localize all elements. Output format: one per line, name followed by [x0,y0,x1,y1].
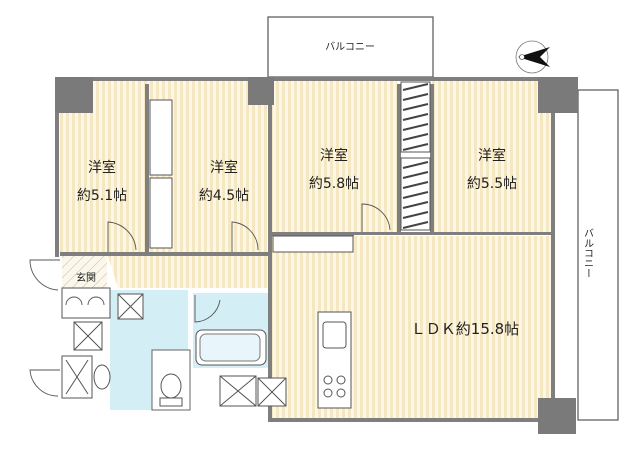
balcony-top-label: バルコニー [325,41,375,53]
room-1-size: 約5.1帖 [77,188,127,204]
walls [55,77,575,422]
room-3-size: 約5.8帖 [309,176,359,192]
compass-north-icon [515,40,550,74]
closet-shelves [400,81,431,231]
floors [60,80,552,418]
room-1-name: 洋室 [88,159,116,176]
room-3-name: 洋室 [320,147,348,164]
doors [29,203,391,397]
columns [55,77,578,434]
ldk-label: ＬＤＫ約15.8帖 [411,320,519,338]
balcony-top: バルコニー [267,16,434,78]
closets [149,81,431,249]
room-4-name: 洋室 [478,147,506,164]
room-2-size: 約4.5帖 [199,188,249,204]
room-4-size: 約5.5帖 [467,176,517,192]
room-labels: 洋室 約5.1帖 洋室 約4.5帖 洋室 約5.8帖 洋室 約5.5帖 ＬＤＫ約… [76,147,519,338]
fixtures [61,235,354,409]
entrance-label: 玄関 [76,271,96,284]
balcony-right: バルコニー [577,89,619,421]
balcony-right-label: バルコニー [582,228,594,278]
room-2-name: 洋室 [210,159,238,176]
